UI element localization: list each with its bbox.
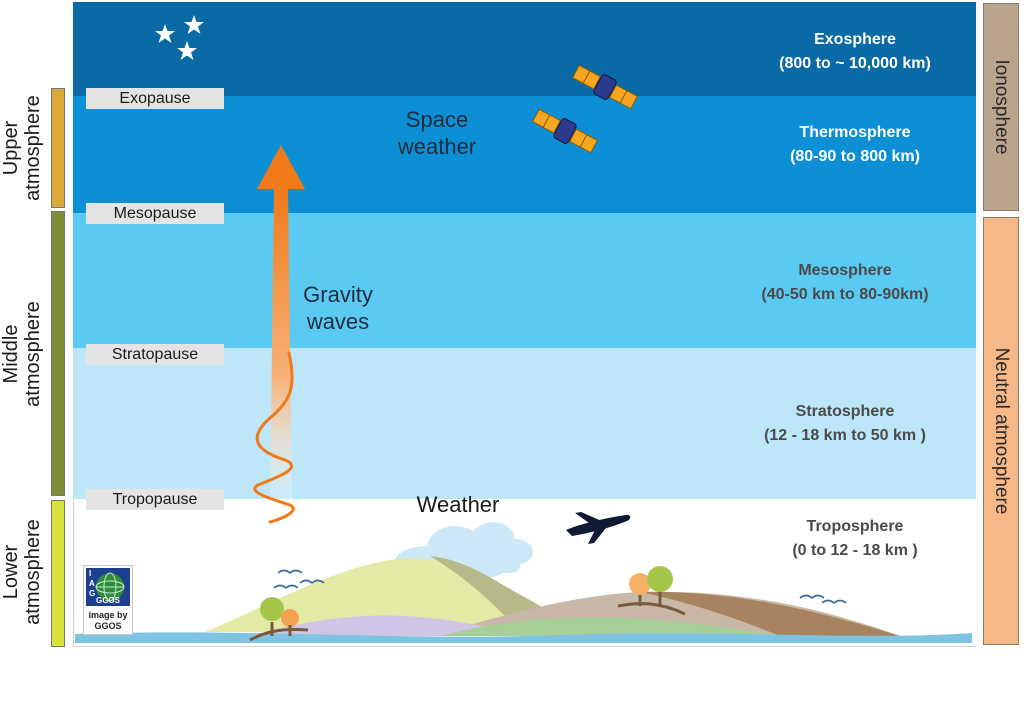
bird-icon xyxy=(273,569,847,605)
star-icon xyxy=(155,15,204,60)
logo-letter-a: A xyxy=(89,579,95,588)
stratopause-label: Stratopause xyxy=(86,344,224,365)
tropopause-label: Tropopause xyxy=(86,489,224,510)
logo-ggos-text: GGOS xyxy=(95,596,120,605)
weather-text: Weather xyxy=(416,492,500,517)
logo-letter-g: G xyxy=(89,589,96,598)
ionosphere-bar xyxy=(983,3,1019,211)
gravity-waves-line1: Gravity xyxy=(303,282,373,307)
thermosphere-band xyxy=(73,96,976,213)
thermosphere-range: (80-90 to 800 km) xyxy=(790,148,920,165)
exosphere-label: Exosphere (800 to ~ 10,000 km) xyxy=(740,28,970,76)
satellite-icon xyxy=(531,108,599,154)
tree-icon xyxy=(617,566,686,616)
gravity-waves-text: Gravity waves xyxy=(288,281,388,335)
stratosphere-range: (12 - 18 km to 50 km ) xyxy=(764,427,926,444)
hill-left xyxy=(205,558,590,632)
hill-front-purple xyxy=(250,615,520,636)
ground-water xyxy=(75,632,972,643)
airplane-icon xyxy=(566,512,631,544)
mesosphere-name: Mesosphere xyxy=(798,262,892,279)
mesosphere-band xyxy=(73,213,976,348)
troposphere-label: Troposphere (0 to 12 - 18 km ) xyxy=(740,515,970,563)
exosphere-name: Exosphere xyxy=(814,31,896,48)
tree-icon xyxy=(249,597,309,642)
hill-front-green xyxy=(440,617,780,636)
stratosphere-band xyxy=(73,348,976,499)
upper-atmosphere-bar xyxy=(51,88,65,208)
illustration-layer xyxy=(75,15,972,643)
neutral-atmosphere-bar xyxy=(983,217,1019,645)
troposphere-range: (0 to 12 - 18 km ) xyxy=(792,542,918,559)
thermosphere-label: Thermosphere (80-90 to 800 km) xyxy=(740,121,970,169)
satellite-icon xyxy=(571,64,639,110)
mesosphere-label: Mesosphere (40-50 km to 80-90km) xyxy=(720,259,970,307)
mesosphere-range: (40-50 km to 80-90km) xyxy=(761,286,929,303)
troposphere-name: Troposphere xyxy=(806,518,904,535)
exosphere-band xyxy=(73,2,976,96)
globe-icon xyxy=(86,568,130,606)
mesopause-label: Mesopause xyxy=(86,203,224,224)
wave-icon xyxy=(253,351,295,524)
lower-atmosphere-bar xyxy=(51,500,65,647)
ggos-logo: I A G GGOS image by GGOS xyxy=(83,565,133,635)
stratosphere-name: Stratosphere xyxy=(795,403,895,420)
hill-right-shade xyxy=(640,591,900,636)
space-weather-line1: Space xyxy=(405,107,469,132)
image-credit-line1: image by xyxy=(88,610,128,620)
gravity-waves-line2: waves xyxy=(306,309,370,334)
logo-letter-i: I xyxy=(89,569,92,578)
exosphere-range: (800 to ~ 10,000 km) xyxy=(779,55,931,72)
stratosphere-label: Stratosphere (12 - 18 km to 50 km ) xyxy=(720,400,970,448)
image-credit-line2: GGOS xyxy=(94,621,122,631)
middle-atmosphere-bar xyxy=(51,211,65,496)
space-weather-line2: weather xyxy=(397,134,477,159)
arrow-up-icon xyxy=(257,145,305,505)
exopause-label: Exopause xyxy=(86,88,224,109)
thermosphere-name: Thermosphere xyxy=(799,124,911,141)
space-weather-text: Space weather xyxy=(387,106,487,160)
